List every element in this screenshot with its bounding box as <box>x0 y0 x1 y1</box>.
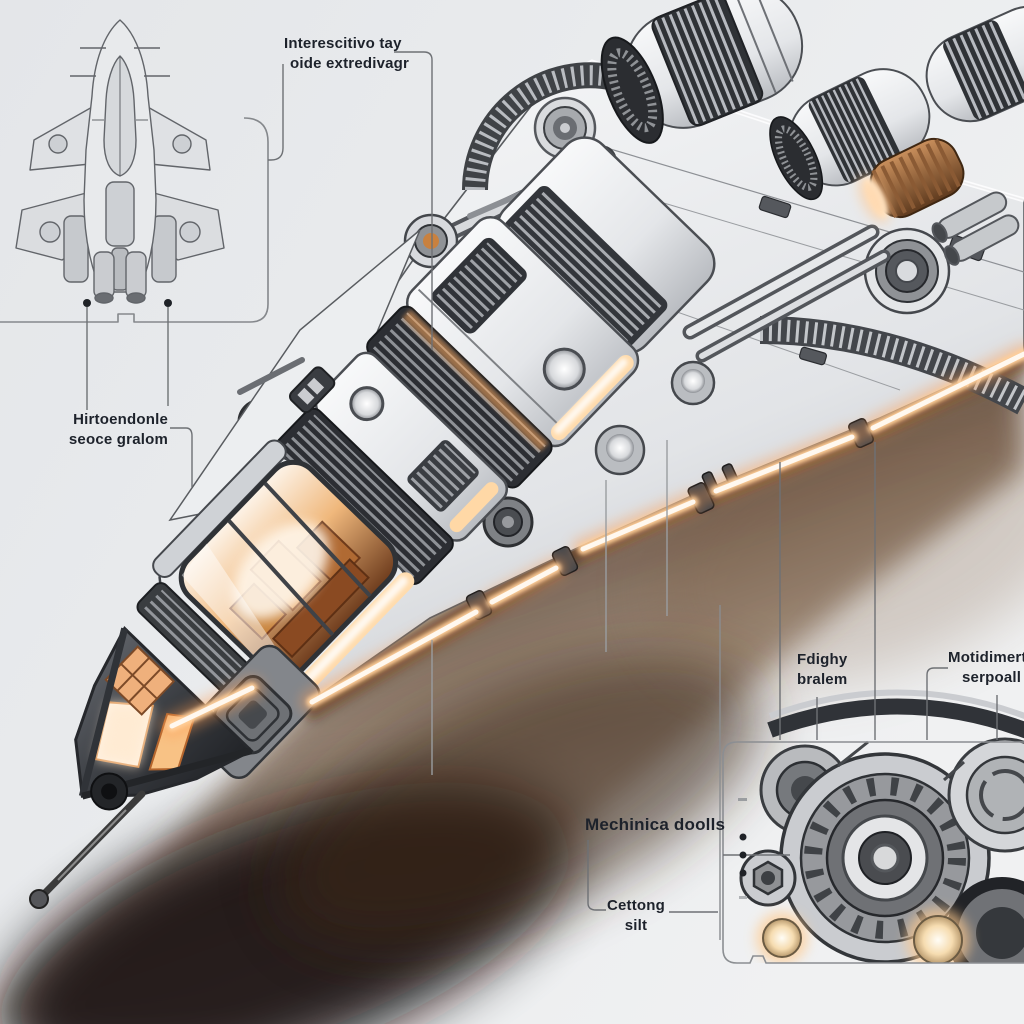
schematic-panel <box>0 19 269 323</box>
main-ship <box>29 0 1024 909</box>
nose-antenna <box>29 790 146 909</box>
callout-label-motidim: Motidimertio serpoall <box>948 648 1024 689</box>
engine-pods <box>600 0 1024 266</box>
callout-lines <box>83 51 998 940</box>
detail-panel <box>722 689 1024 964</box>
callout-dots <box>83 299 747 899</box>
schematic-top-view-ship <box>15 19 225 304</box>
fuselage <box>74 136 716 811</box>
callout-label-line: Hirtoendonle <box>73 411 168 428</box>
engine-closeup <box>739 689 1024 963</box>
engine-pod-2 <box>769 68 931 201</box>
callout-label-left: Hirtoendonle seoce gralom <box>68 410 168 451</box>
callout-label-line: Motidimertio <box>948 649 1024 666</box>
callout-label-line: silt <box>624 917 648 935</box>
callout-line-top-right <box>394 51 433 350</box>
engine-pod-1 <box>600 0 804 144</box>
callout-label-line: seoce gralom <box>68 431 168 449</box>
callout-line-top-left <box>268 64 284 161</box>
detail-panel-border <box>722 741 1024 964</box>
callout-line-left-label <box>170 427 193 487</box>
side-cylinders <box>931 191 1020 266</box>
callout-bracket-mechanica <box>587 840 606 911</box>
wing-vent-swirl <box>863 227 951 315</box>
callout-label-line: Fdighy <box>797 651 848 668</box>
edge-glow <box>160 342 1024 738</box>
callout-label-frighy: Fdighy bralem <box>797 650 847 691</box>
callout-label-top: Interescitivo tay oide extredivagr <box>284 34 409 75</box>
booster-copper <box>858 137 965 223</box>
callout-label-line: Interescitivo tay <box>284 35 402 52</box>
callout-label-line: oide extredivagr <box>290 55 410 73</box>
callout-label-line: serpoall <box>962 669 1022 687</box>
schematic-panel-border <box>0 117 269 323</box>
hull-antenna-small <box>237 357 305 395</box>
callout-label-cettong: Cettong silt <box>604 896 668 937</box>
callout-label-mechanica: Mechinica doolls <box>585 814 725 837</box>
corner-pod <box>925 5 1024 123</box>
callout-label-line: Cettong <box>606 897 666 914</box>
callout-label-line: Mechinica doolls <box>585 815 726 834</box>
callout-label-line: bralem <box>797 671 848 689</box>
